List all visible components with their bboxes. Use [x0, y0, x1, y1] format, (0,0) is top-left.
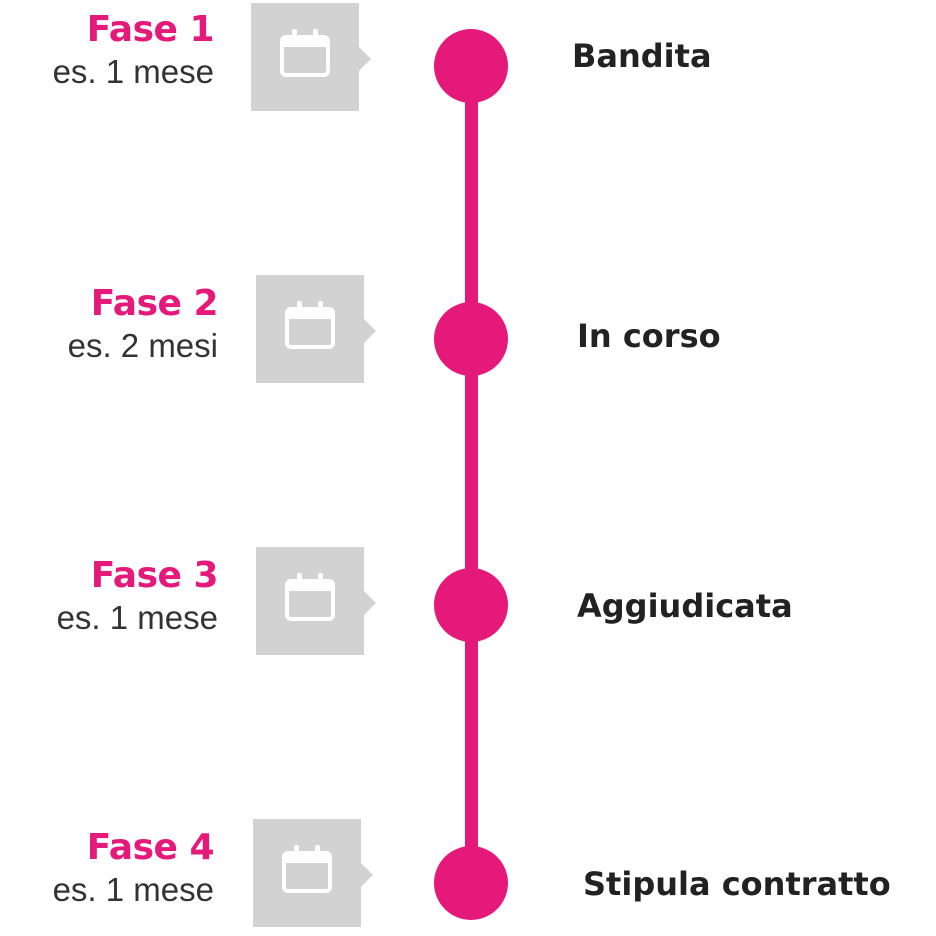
calendar-box	[253, 819, 373, 927]
timeline-dot	[434, 302, 508, 376]
phase-row-4: Fase 4 es. 1 mese Stipula contratto	[0, 816, 936, 936]
calendar-box	[256, 275, 376, 383]
phase-title: Fase 2	[90, 283, 219, 324]
phase-row-2: Fase 2 es. 2 mesi In corso	[0, 272, 936, 392]
calendar-icon	[280, 29, 330, 77]
timeline-dot	[434, 568, 508, 642]
phase-row-3: Fase 3 es. 1 mese Aggiudicata	[0, 544, 936, 664]
phase-label-4: Fase 4 es. 1 mese	[52, 826, 215, 910]
phase-row-1: Fase 1 es. 1 mese Bandita	[0, 0, 936, 120]
timeline-dot	[434, 29, 508, 103]
calendar-icon	[285, 301, 335, 349]
calendar-box	[251, 3, 371, 111]
phase-duration: es. 2 mesi	[67, 327, 218, 364]
phase-label-3: Fase 3 es. 1 mese	[56, 554, 219, 638]
stage-name: In corso	[577, 317, 721, 355]
phase-label-2: Fase 2 es. 2 mesi	[67, 282, 219, 366]
timeline-dot	[434, 846, 508, 920]
phase-title: Fase 3	[90, 555, 219, 596]
stage-name: Stipula contratto	[583, 865, 891, 903]
calendar-icon	[282, 845, 332, 893]
stage-name: Aggiudicata	[577, 587, 793, 625]
phase-label-1: Fase 1 es. 1 mese	[52, 8, 215, 92]
phase-title: Fase 4	[86, 827, 215, 868]
stage-name: Bandita	[572, 37, 712, 75]
calendar-box	[256, 547, 376, 655]
phase-title: Fase 1	[86, 9, 215, 50]
timeline-line	[465, 66, 478, 866]
phase-duration: es. 1 mese	[52, 53, 214, 90]
phase-duration: es. 1 mese	[56, 599, 218, 636]
calendar-icon	[285, 573, 335, 621]
phase-duration: es. 1 mese	[52, 871, 214, 908]
